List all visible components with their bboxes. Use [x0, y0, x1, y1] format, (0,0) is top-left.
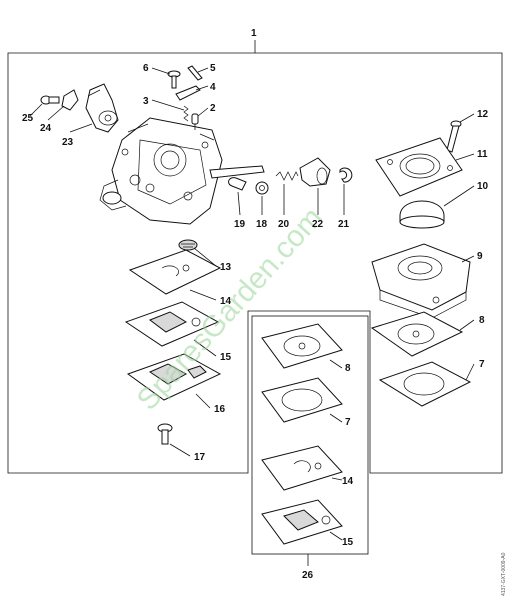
- label-18: 18: [256, 219, 268, 230]
- label-7-right: 7: [479, 359, 485, 370]
- drawing-code: 4137-GXT-0009-A0: [501, 552, 507, 596]
- part-10-primer-bulb: [399, 200, 445, 229]
- main-frame: [7, 52, 503, 474]
- part-8-diaphragm-right: [370, 311, 464, 357]
- kit-part-14: [261, 445, 343, 491]
- part-25-screw: [40, 95, 60, 105]
- label-13: 13: [220, 262, 232, 273]
- part-2-needle: [191, 113, 199, 130]
- part-22-nozzle: [299, 157, 331, 187]
- label-21: 21: [338, 219, 350, 230]
- label-12: 12: [477, 109, 489, 120]
- label-15-kit: 15: [342, 537, 354, 548]
- label-23: 23: [62, 137, 74, 148]
- part-16-pump-body: [126, 353, 222, 401]
- label-19: 19: [234, 219, 246, 230]
- part-20-spring: [275, 171, 299, 181]
- part-18-nut: [255, 181, 269, 195]
- label-22: 22: [312, 219, 324, 230]
- label-7-kit: 7: [345, 417, 351, 428]
- label-11: 11: [477, 149, 488, 160]
- label-15-left: 15: [220, 352, 232, 363]
- kit-part-8: [261, 323, 343, 369]
- leader-lines: [29, 67, 475, 541]
- part-15-diaphragm-left: [124, 301, 220, 347]
- label-8-kit: 8: [345, 363, 351, 374]
- part-12-screw: [446, 120, 462, 153]
- part-labels: 1 6 5 4 3 2 12 11 10 9 8 7 25 24 23 19 1…: [22, 28, 489, 581]
- label-20: 20: [278, 219, 290, 230]
- label-16: 16: [214, 404, 226, 415]
- part-6-screw: [167, 70, 181, 89]
- part-19-clip: [228, 177, 247, 191]
- label-2: 2: [210, 103, 216, 114]
- label-4: 4: [210, 82, 216, 93]
- part-17-screw: [157, 423, 173, 445]
- kit-part-7: [261, 377, 343, 423]
- part-23-fitting: [85, 83, 119, 133]
- label-1: 1: [251, 28, 257, 39]
- label-8-right: 8: [479, 315, 485, 326]
- part-14-gasket-left: [128, 249, 222, 295]
- part-13-screen: [178, 239, 198, 251]
- label-9: 9: [477, 251, 483, 262]
- part-9-pump-housing: [371, 243, 471, 319]
- part-5-pin: [187, 65, 203, 81]
- label-25: 25: [22, 113, 34, 124]
- kit-frame: [251, 315, 369, 555]
- part-21-ring: [339, 167, 353, 183]
- label-6: 6: [143, 63, 149, 74]
- part-11-cover: [375, 137, 463, 197]
- part-4-lever: [175, 85, 201, 101]
- label-10: 10: [477, 181, 489, 192]
- label-17: 17: [194, 452, 206, 463]
- label-26: 26: [302, 570, 314, 581]
- label-24: 24: [40, 123, 52, 134]
- part-7-gasket-right: [378, 361, 472, 407]
- label-5: 5: [210, 63, 216, 74]
- label-3: 3: [143, 96, 149, 107]
- label-14-kit: 14: [342, 476, 354, 487]
- part-24-clip: [61, 89, 79, 111]
- part-3-spring: [183, 105, 189, 122]
- label-14-left: 14: [220, 296, 232, 307]
- kit-part-15: [261, 499, 343, 545]
- carburetor-body: [99, 117, 265, 225]
